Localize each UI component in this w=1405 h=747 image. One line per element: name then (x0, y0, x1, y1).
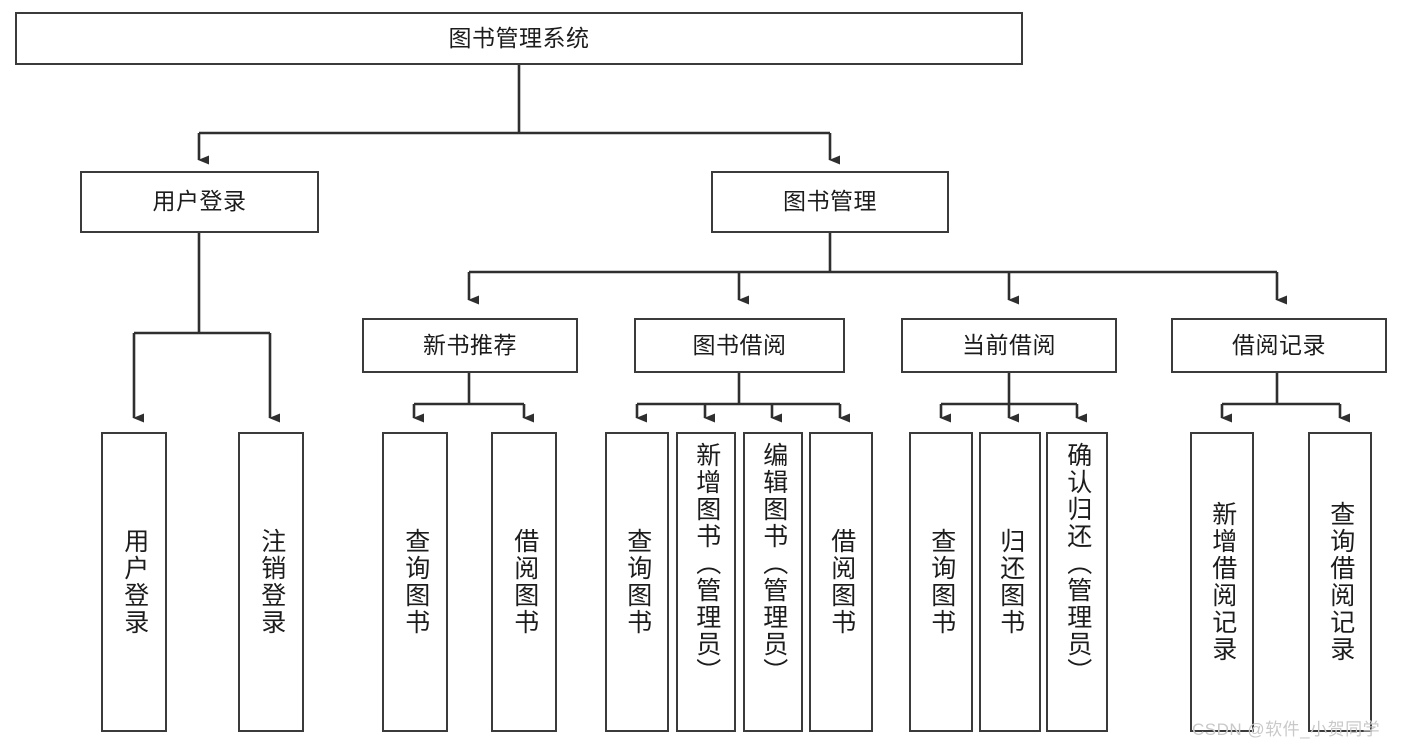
leaf-return-book[interactable]: 归还图书 (979, 432, 1041, 732)
node-label: 用户登录 (120, 528, 149, 636)
leaf-logout[interactable]: 注销登录 (238, 432, 304, 732)
node-label: 归还图书 (996, 528, 1025, 636)
leaf-borrow-book-recommend[interactable]: 借阅图书 (491, 432, 557, 732)
node-label: 新增借阅记录 (1208, 501, 1237, 663)
node-label: 图书管理系统 (448, 24, 590, 51)
node-user-login[interactable]: 用户登录 (80, 171, 319, 233)
csdn-watermark: CSDN @软件_小贺同学 (1192, 720, 1381, 739)
node-book-management-system[interactable]: 图书管理系统 (15, 12, 1023, 65)
node-label: 图书管理 (783, 188, 877, 215)
node-label: 当前借阅 (962, 331, 1056, 358)
node-new-book-recommend[interactable]: 新书推荐 (362, 318, 578, 373)
node-borrow-record[interactable]: 借阅记录 (1171, 318, 1387, 373)
node-label: 新书推荐 (423, 331, 517, 358)
leaf-borrow-book[interactable]: 借阅图书 (809, 432, 873, 732)
leaf-query-book-borrow[interactable]: 查询图书 (605, 432, 669, 732)
leaf-add-book-admin[interactable]: 新增图书（管理员） (676, 432, 736, 732)
node-book-borrow[interactable]: 图书借阅 (634, 318, 845, 373)
node-label: 借阅图书 (827, 528, 856, 636)
node-label: 新增图书（管理员） (692, 442, 721, 685)
leaf-query-book-recommend[interactable]: 查询图书 (382, 432, 448, 732)
leaf-add-borrow-record[interactable]: 新增借阅记录 (1190, 432, 1254, 732)
node-current-borrow[interactable]: 当前借阅 (901, 318, 1117, 373)
node-label: 图书借阅 (692, 331, 787, 358)
node-label: 借阅图书 (510, 528, 539, 636)
node-label: 查询图书 (401, 528, 430, 636)
leaf-query-book-current[interactable]: 查询图书 (909, 432, 973, 732)
leaf-edit-book-admin[interactable]: 编辑图书（管理员） (743, 432, 803, 732)
leaf-query-borrow-record[interactable]: 查询借阅记录 (1308, 432, 1372, 732)
node-label: 查询借阅记录 (1326, 501, 1355, 663)
node-label: 借阅记录 (1232, 331, 1326, 358)
node-label: 查询图书 (623, 528, 652, 636)
node-label: 编辑图书（管理员） (759, 442, 788, 685)
node-label: 用户登录 (152, 188, 247, 215)
node-label: 查询图书 (927, 528, 956, 636)
node-label: 确认归还（管理员） (1063, 442, 1092, 685)
leaf-confirm-return-admin[interactable]: 确认归还（管理员） (1046, 432, 1108, 732)
node-label: 注销登录 (257, 528, 286, 636)
leaf-user-login[interactable]: 用户登录 (101, 432, 167, 732)
node-book-management[interactable]: 图书管理 (711, 171, 949, 233)
